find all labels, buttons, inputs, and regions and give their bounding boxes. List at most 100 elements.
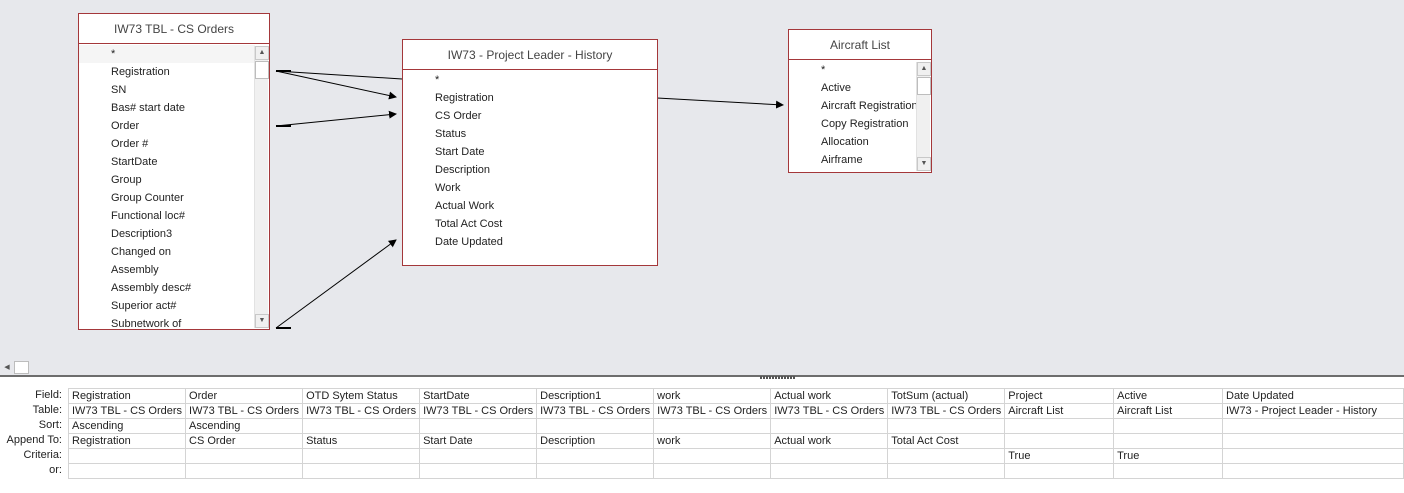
field-item[interactable]: Actual Work <box>435 200 495 212</box>
field-item[interactable]: Status <box>435 128 467 140</box>
or-cell[interactable] <box>653 463 772 479</box>
field-list-iw73-project-leader-history[interactable]: IW73 - Project Leader - History * Regist… <box>402 39 658 266</box>
field-cell[interactable]: OTD Sytem Status <box>302 388 421 404</box>
criteria-cell[interactable] <box>1222 448 1404 464</box>
sort-cell[interactable] <box>653 418 772 434</box>
field-item[interactable]: Assembly desc# <box>111 282 192 294</box>
sort-cell[interactable] <box>887 418 1006 434</box>
table-cell[interactable]: IW73 TBL - CS Orders <box>419 403 538 419</box>
field-cell[interactable]: Active <box>1113 388 1223 404</box>
append-to-cell[interactable]: Actual work <box>770 433 889 449</box>
field-item[interactable]: Bas# start date <box>111 102 185 114</box>
table-cell[interactable]: IW73 TBL - CS Orders <box>536 403 655 419</box>
join-line-date-updated[interactable] <box>275 239 397 329</box>
sort-cell[interactable] <box>536 418 655 434</box>
append-to-cell[interactable]: Status <box>302 433 421 449</box>
field-item[interactable]: Airframe <box>821 154 863 166</box>
field-item[interactable]: Work <box>435 182 461 194</box>
criteria-cell[interactable]: True <box>1004 448 1115 464</box>
criteria-cell[interactable]: True <box>1113 448 1223 464</box>
field-item[interactable]: Date Updated <box>435 236 503 248</box>
table-cell[interactable]: IW73 TBL - CS Orders <box>770 403 889 419</box>
vertical-scrollbar[interactable]: ▲ ▼ <box>916 62 931 171</box>
criteria-cell[interactable] <box>887 448 1006 464</box>
field-item[interactable]: Functional loc# <box>111 210 185 222</box>
sort-cell[interactable] <box>1113 418 1223 434</box>
table-cell[interactable]: Aircraft List <box>1113 403 1223 419</box>
field-item-all[interactable]: * <box>435 74 440 86</box>
sort-cell[interactable] <box>770 418 889 434</box>
field-item[interactable]: Superior act# <box>111 300 177 312</box>
table-title[interactable]: Aircraft List <box>789 30 931 60</box>
or-cell[interactable] <box>887 463 1006 479</box>
sort-cell[interactable] <box>1004 418 1115 434</box>
table-design-pane[interactable]: IW73 TBL - CS Orders * Registration SN B… <box>0 0 1404 360</box>
criteria-cell[interactable] <box>770 448 889 464</box>
field-item[interactable]: CS Order <box>435 110 482 122</box>
append-to-cell[interactable] <box>1113 433 1223 449</box>
sort-cell[interactable]: Ascending <box>185 418 304 434</box>
criteria-cell[interactable] <box>419 448 538 464</box>
join-line-registration[interactable] <box>275 70 397 100</box>
table-cell[interactable]: Aircraft List <box>1004 403 1115 419</box>
sort-cell[interactable] <box>419 418 538 434</box>
or-cell[interactable] <box>67 463 187 479</box>
field-item-all[interactable]: * <box>79 45 255 63</box>
field-item[interactable]: Registration <box>111 66 170 78</box>
field-list-iw73-cs-orders[interactable]: IW73 TBL - CS Orders * Registration SN B… <box>78 13 270 330</box>
or-cell[interactable] <box>1222 463 1404 479</box>
sort-cell[interactable] <box>1222 418 1404 434</box>
scroll-up-arrow-icon[interactable]: ▲ <box>255 46 269 60</box>
table-title[interactable]: IW73 - Project Leader - History <box>403 40 657 70</box>
join-line-registration-a[interactable] <box>275 70 403 80</box>
sort-cell[interactable]: Ascending <box>67 418 187 434</box>
scroll-down-arrow-icon[interactable]: ▼ <box>255 314 269 328</box>
criteria-cell[interactable] <box>536 448 655 464</box>
scrollbar-thumb[interactable] <box>917 77 931 95</box>
table-cell[interactable]: IW73 TBL - CS Orders <box>67 403 187 419</box>
criteria-cell[interactable] <box>653 448 772 464</box>
field-item[interactable]: SN <box>111 84 127 96</box>
table-title[interactable]: IW73 TBL - CS Orders <box>79 14 269 44</box>
field-item[interactable]: Active <box>821 82 851 94</box>
field-item[interactable]: Group Counter <box>111 192 184 204</box>
table-cell[interactable]: IW73 - Project Leader - History <box>1222 403 1404 419</box>
field-cell[interactable]: Project <box>1004 388 1115 404</box>
join-line-order[interactable] <box>275 110 397 127</box>
field-item[interactable]: StartDate <box>111 156 158 168</box>
field-item[interactable]: Order # <box>111 138 149 150</box>
or-cell[interactable] <box>1113 463 1223 479</box>
append-to-cell[interactable]: Registration <box>67 433 187 449</box>
table-cell[interactable]: IW73 TBL - CS Orders <box>185 403 304 419</box>
field-item-all[interactable]: * <box>821 64 826 76</box>
field-list-aircraft-list[interactable]: Aircraft List * Active Aircraft Registra… <box>788 29 932 173</box>
append-to-cell[interactable]: work <box>653 433 772 449</box>
field-item[interactable]: Group <box>111 174 142 186</box>
table-cell[interactable]: IW73 TBL - CS Orders <box>302 403 421 419</box>
append-to-cell[interactable]: CS Order <box>185 433 304 449</box>
pane-splitter[interactable] <box>0 375 1404 381</box>
field-item[interactable]: Order <box>111 120 140 132</box>
append-to-cell[interactable]: Total Act Cost <box>887 433 1006 449</box>
field-cell[interactable]: TotSum (actual) <box>887 388 1006 404</box>
scrollbar-thumb[interactable] <box>14 361 29 374</box>
or-cell[interactable] <box>1004 463 1115 479</box>
field-item[interactable]: Allocation <box>821 136 869 148</box>
field-cell[interactable]: StartDate <box>419 388 538 404</box>
or-cell[interactable] <box>302 463 421 479</box>
append-to-cell[interactable]: Description <box>536 433 655 449</box>
design-pane-horizontal-scrollbar[interactable]: ◀ <box>0 360 1404 375</box>
field-item[interactable]: Description <box>435 164 491 176</box>
field-item[interactable]: Copy Registration <box>821 118 909 130</box>
vertical-scrollbar[interactable]: ▲ ▼ <box>254 46 269 328</box>
splitter-grip-icon[interactable] <box>760 376 796 379</box>
criteria-cell[interactable] <box>302 448 421 464</box>
field-item[interactable]: Start Date <box>435 146 485 158</box>
append-to-cell[interactable] <box>1222 433 1404 449</box>
field-item[interactable]: Total Act Cost <box>435 218 503 230</box>
field-cell[interactable]: Actual work <box>770 388 889 404</box>
append-to-cell[interactable]: Start Date <box>419 433 538 449</box>
or-cell[interactable] <box>536 463 655 479</box>
field-item[interactable]: Changed on <box>111 246 171 258</box>
field-cell[interactable]: Order <box>185 388 304 404</box>
